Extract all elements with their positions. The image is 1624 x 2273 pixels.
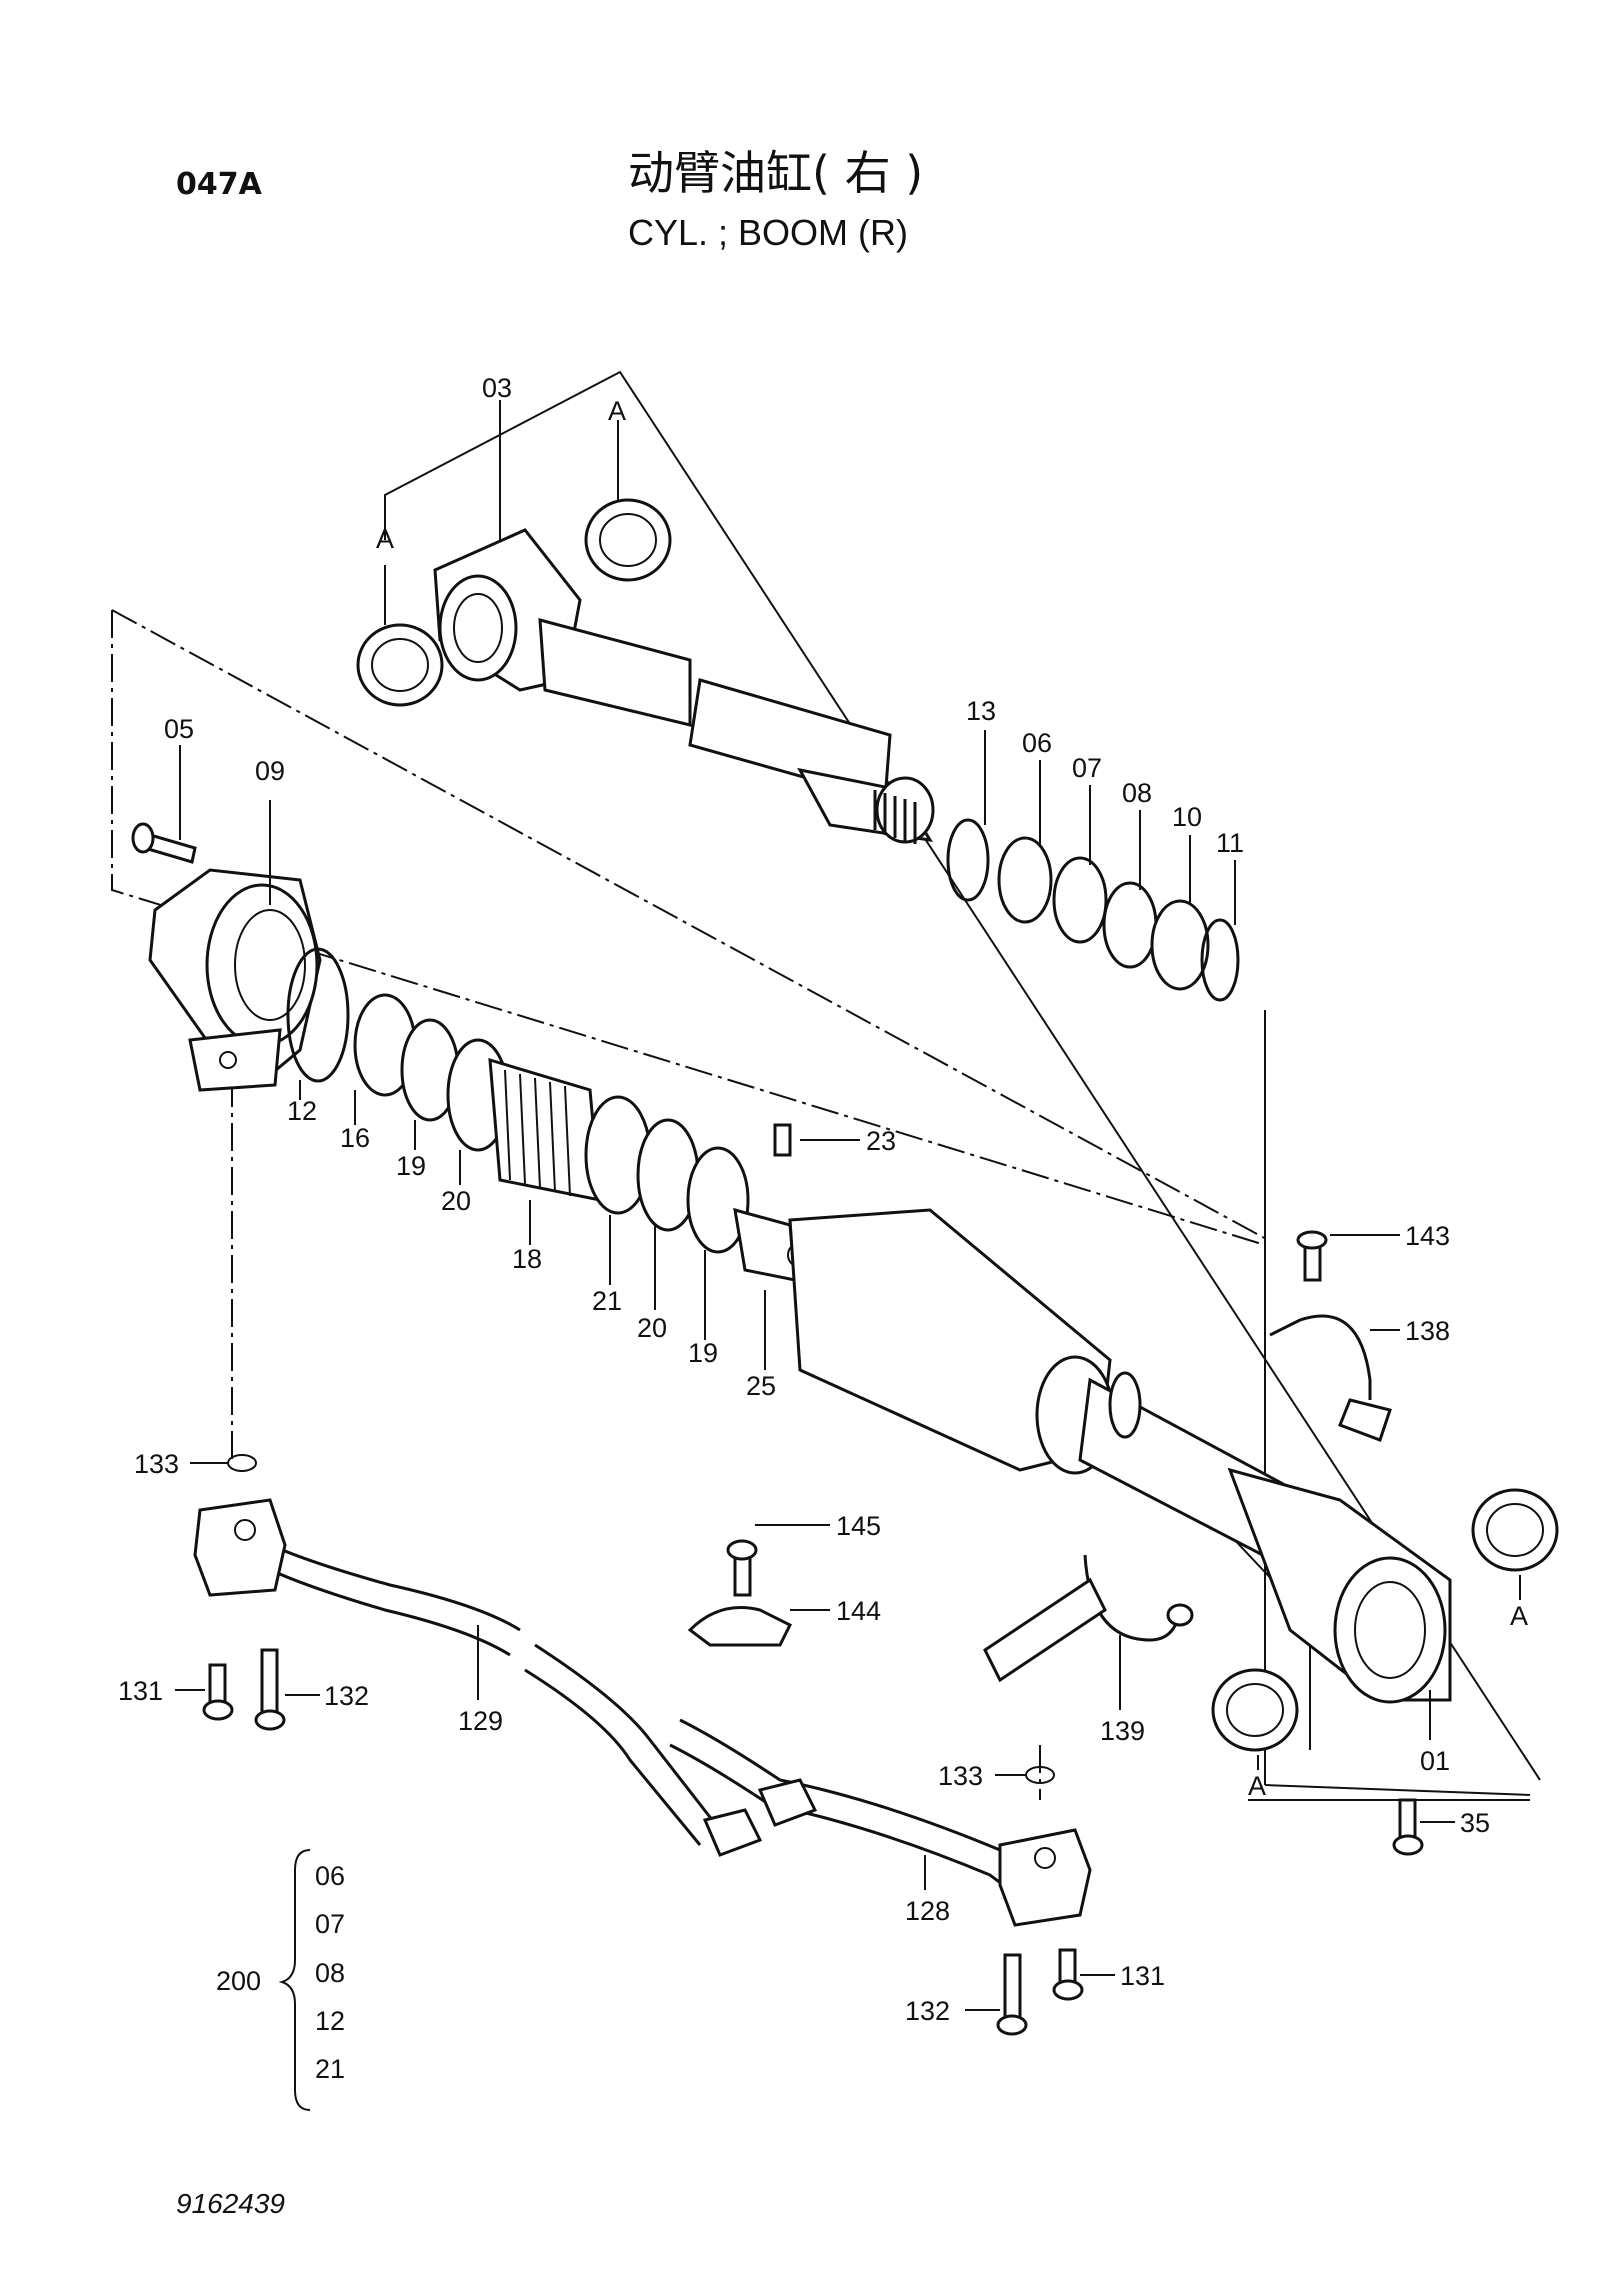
callout-139: 139 <box>1100 1716 1145 1746</box>
clamp-139 <box>983 1554 1194 1683</box>
bolt-145 <box>726 1539 758 1597</box>
callout-06: 06 <box>1022 728 1052 758</box>
bushing-top-left <box>356 623 444 707</box>
kit-number: 200 <box>216 1966 261 1996</box>
page-code: 047A <box>176 167 262 202</box>
bolts-131-132-right <box>996 1948 1084 2036</box>
callout-138: 138 <box>1405 1316 1450 1346</box>
callout-128: 128 <box>905 1896 950 1926</box>
bolt-35 <box>1392 1798 1424 1856</box>
kit-item-12: 12 <box>315 2006 345 2036</box>
callout-132-b: 132 <box>905 1996 950 2026</box>
callout-03: 03 <box>482 373 512 403</box>
callout-a-2: A <box>376 524 394 554</box>
callout-145: 145 <box>836 1511 881 1541</box>
callout-129: 129 <box>458 1706 503 1736</box>
callout-01: 01 <box>1420 1746 1450 1776</box>
callout-10: 10 <box>1172 802 1202 832</box>
callout-19-b: 19 <box>688 1338 718 1368</box>
callout-a-1: A <box>608 396 626 426</box>
bushing-top-right <box>584 498 672 582</box>
kit-item-07: 07 <box>315 1909 345 1939</box>
kit-item-21: 21 <box>315 2054 345 2084</box>
callout-a-4: A <box>1248 1771 1266 1801</box>
callout-35: 35 <box>1460 1808 1490 1838</box>
kit-item-08: 08 <box>315 1958 345 1988</box>
pipe-129 <box>259 1538 763 1857</box>
callout-19-a: 19 <box>396 1151 426 1181</box>
bushing-bottom-right <box>1471 1488 1559 1572</box>
callout-23: 23 <box>866 1126 896 1156</box>
callout-a-3: A <box>1510 1601 1528 1631</box>
callout-12: 12 <box>287 1096 317 1126</box>
callout-16: 16 <box>340 1123 370 1153</box>
bolt-05 <box>131 822 197 864</box>
bushing-bottom-left <box>1211 1668 1299 1752</box>
callout-20-b: 20 <box>637 1313 667 1343</box>
callout-21: 21 <box>592 1286 622 1316</box>
callout-18: 18 <box>512 1244 542 1274</box>
pipe-128 <box>669 1718 1021 1892</box>
callout-132-a: 132 <box>324 1681 369 1711</box>
callout-20-a: 20 <box>441 1186 471 1216</box>
document-number: 9162439 <box>176 2188 286 2219</box>
bolts-131-132-left <box>202 1648 286 1731</box>
callout-05: 05 <box>164 714 194 744</box>
clamp-138 <box>1269 1314 1392 1442</box>
title-chinese: 动臂油缸( 右 ) <box>628 146 924 200</box>
callout-131-b: 131 <box>1120 1961 1165 1991</box>
callout-07: 07 <box>1072 753 1102 783</box>
o-ring-133-left <box>227 1454 257 1472</box>
o-ring-12 <box>286 947 350 1083</box>
flange-block-left <box>193 1498 287 1597</box>
callout-133-b: 133 <box>938 1761 983 1791</box>
callout-labels: 03 A A 05 09 13 06 07 08 10 11 12 16 19 … <box>118 373 1528 2026</box>
callout-09: 09 <box>255 756 285 786</box>
callout-leaders <box>175 400 1521 2011</box>
callout-08: 08 <box>1122 778 1152 808</box>
callout-143: 143 <box>1405 1221 1450 1251</box>
rod-thread <box>873 790 917 844</box>
piston-grooves <box>504 1069 571 1197</box>
callout-133-a: 133 <box>134 1449 179 1479</box>
seal-ring-set-top <box>946 818 1240 1002</box>
title-english: CYL. ; BOOM (R) <box>628 212 909 253</box>
piston-rod-03 <box>433 528 935 844</box>
cylinder-tube-01 <box>788 1208 1452 1704</box>
callout-131-a: 131 <box>118 1676 163 1706</box>
piston-parts <box>353 993 813 1282</box>
flange-block-right <box>998 1828 1092 1927</box>
callout-25: 25 <box>746 1371 776 1401</box>
clamp-144 <box>687 1606 793 1647</box>
callout-144: 144 <box>836 1596 881 1626</box>
callout-11: 11 <box>1216 828 1244 858</box>
bolt-143 <box>1296 1230 1328 1282</box>
callout-13: 13 <box>966 696 996 726</box>
kit-item-06: 06 <box>315 1861 345 1891</box>
seal-kit-group: 200 06 07 08 12 21 <box>216 1849 345 2111</box>
